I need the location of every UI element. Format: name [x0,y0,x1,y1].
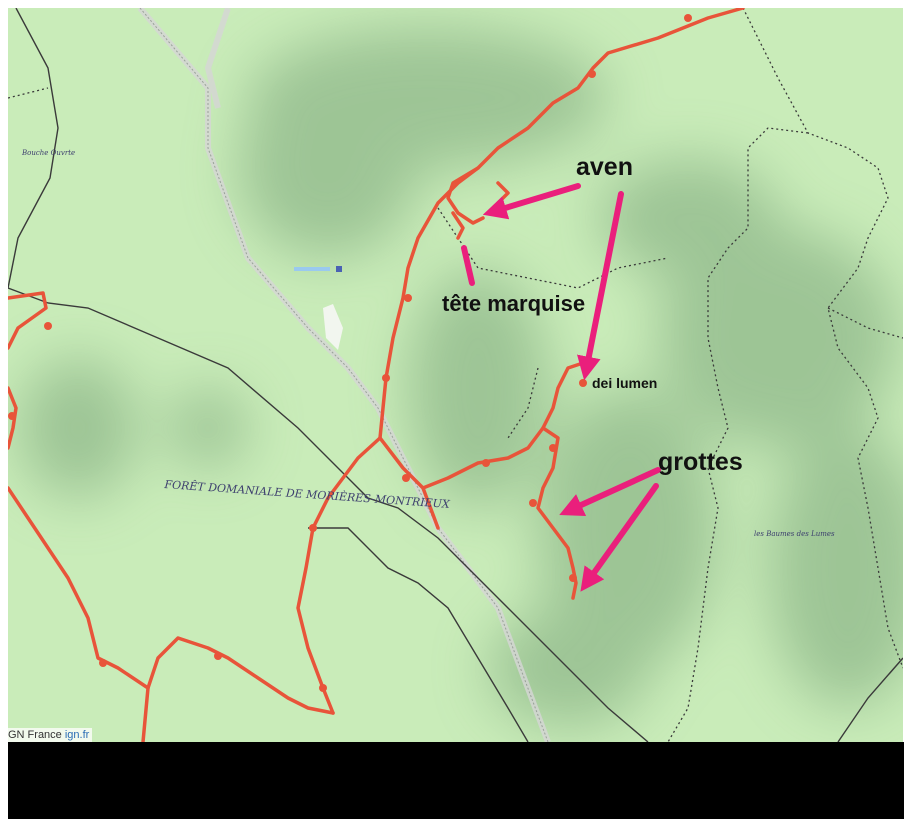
roads [8,8,903,742]
label-grottes: grottes [658,448,743,476]
map-attribution: GN France ign.fr [8,728,93,742]
trails [8,8,903,742]
place-baumes: les Baumes des Lumes [754,530,835,538]
label-dei-lumen: dei lumen [592,375,658,391]
arrow-icon [482,183,661,592]
map-view[interactable]: aven tête marquise dei lumen grottes FOR… [8,8,903,742]
track-marker-icon [8,14,692,692]
water-marker [294,267,330,271]
label-aven: aven [576,153,633,181]
poi-marker [336,266,342,272]
tete-marquise-pointer [461,245,475,286]
attribution-link[interactable]: ign.fr [64,729,90,741]
label-tete-marquise: tête marquise [442,291,586,316]
place-bouche: Bouche Ouvrte [22,149,76,157]
bottom-black-bar [8,742,904,819]
attribution-provider: GN France [8,729,62,741]
map-canvas[interactable] [8,8,903,742]
clearing [323,304,343,350]
